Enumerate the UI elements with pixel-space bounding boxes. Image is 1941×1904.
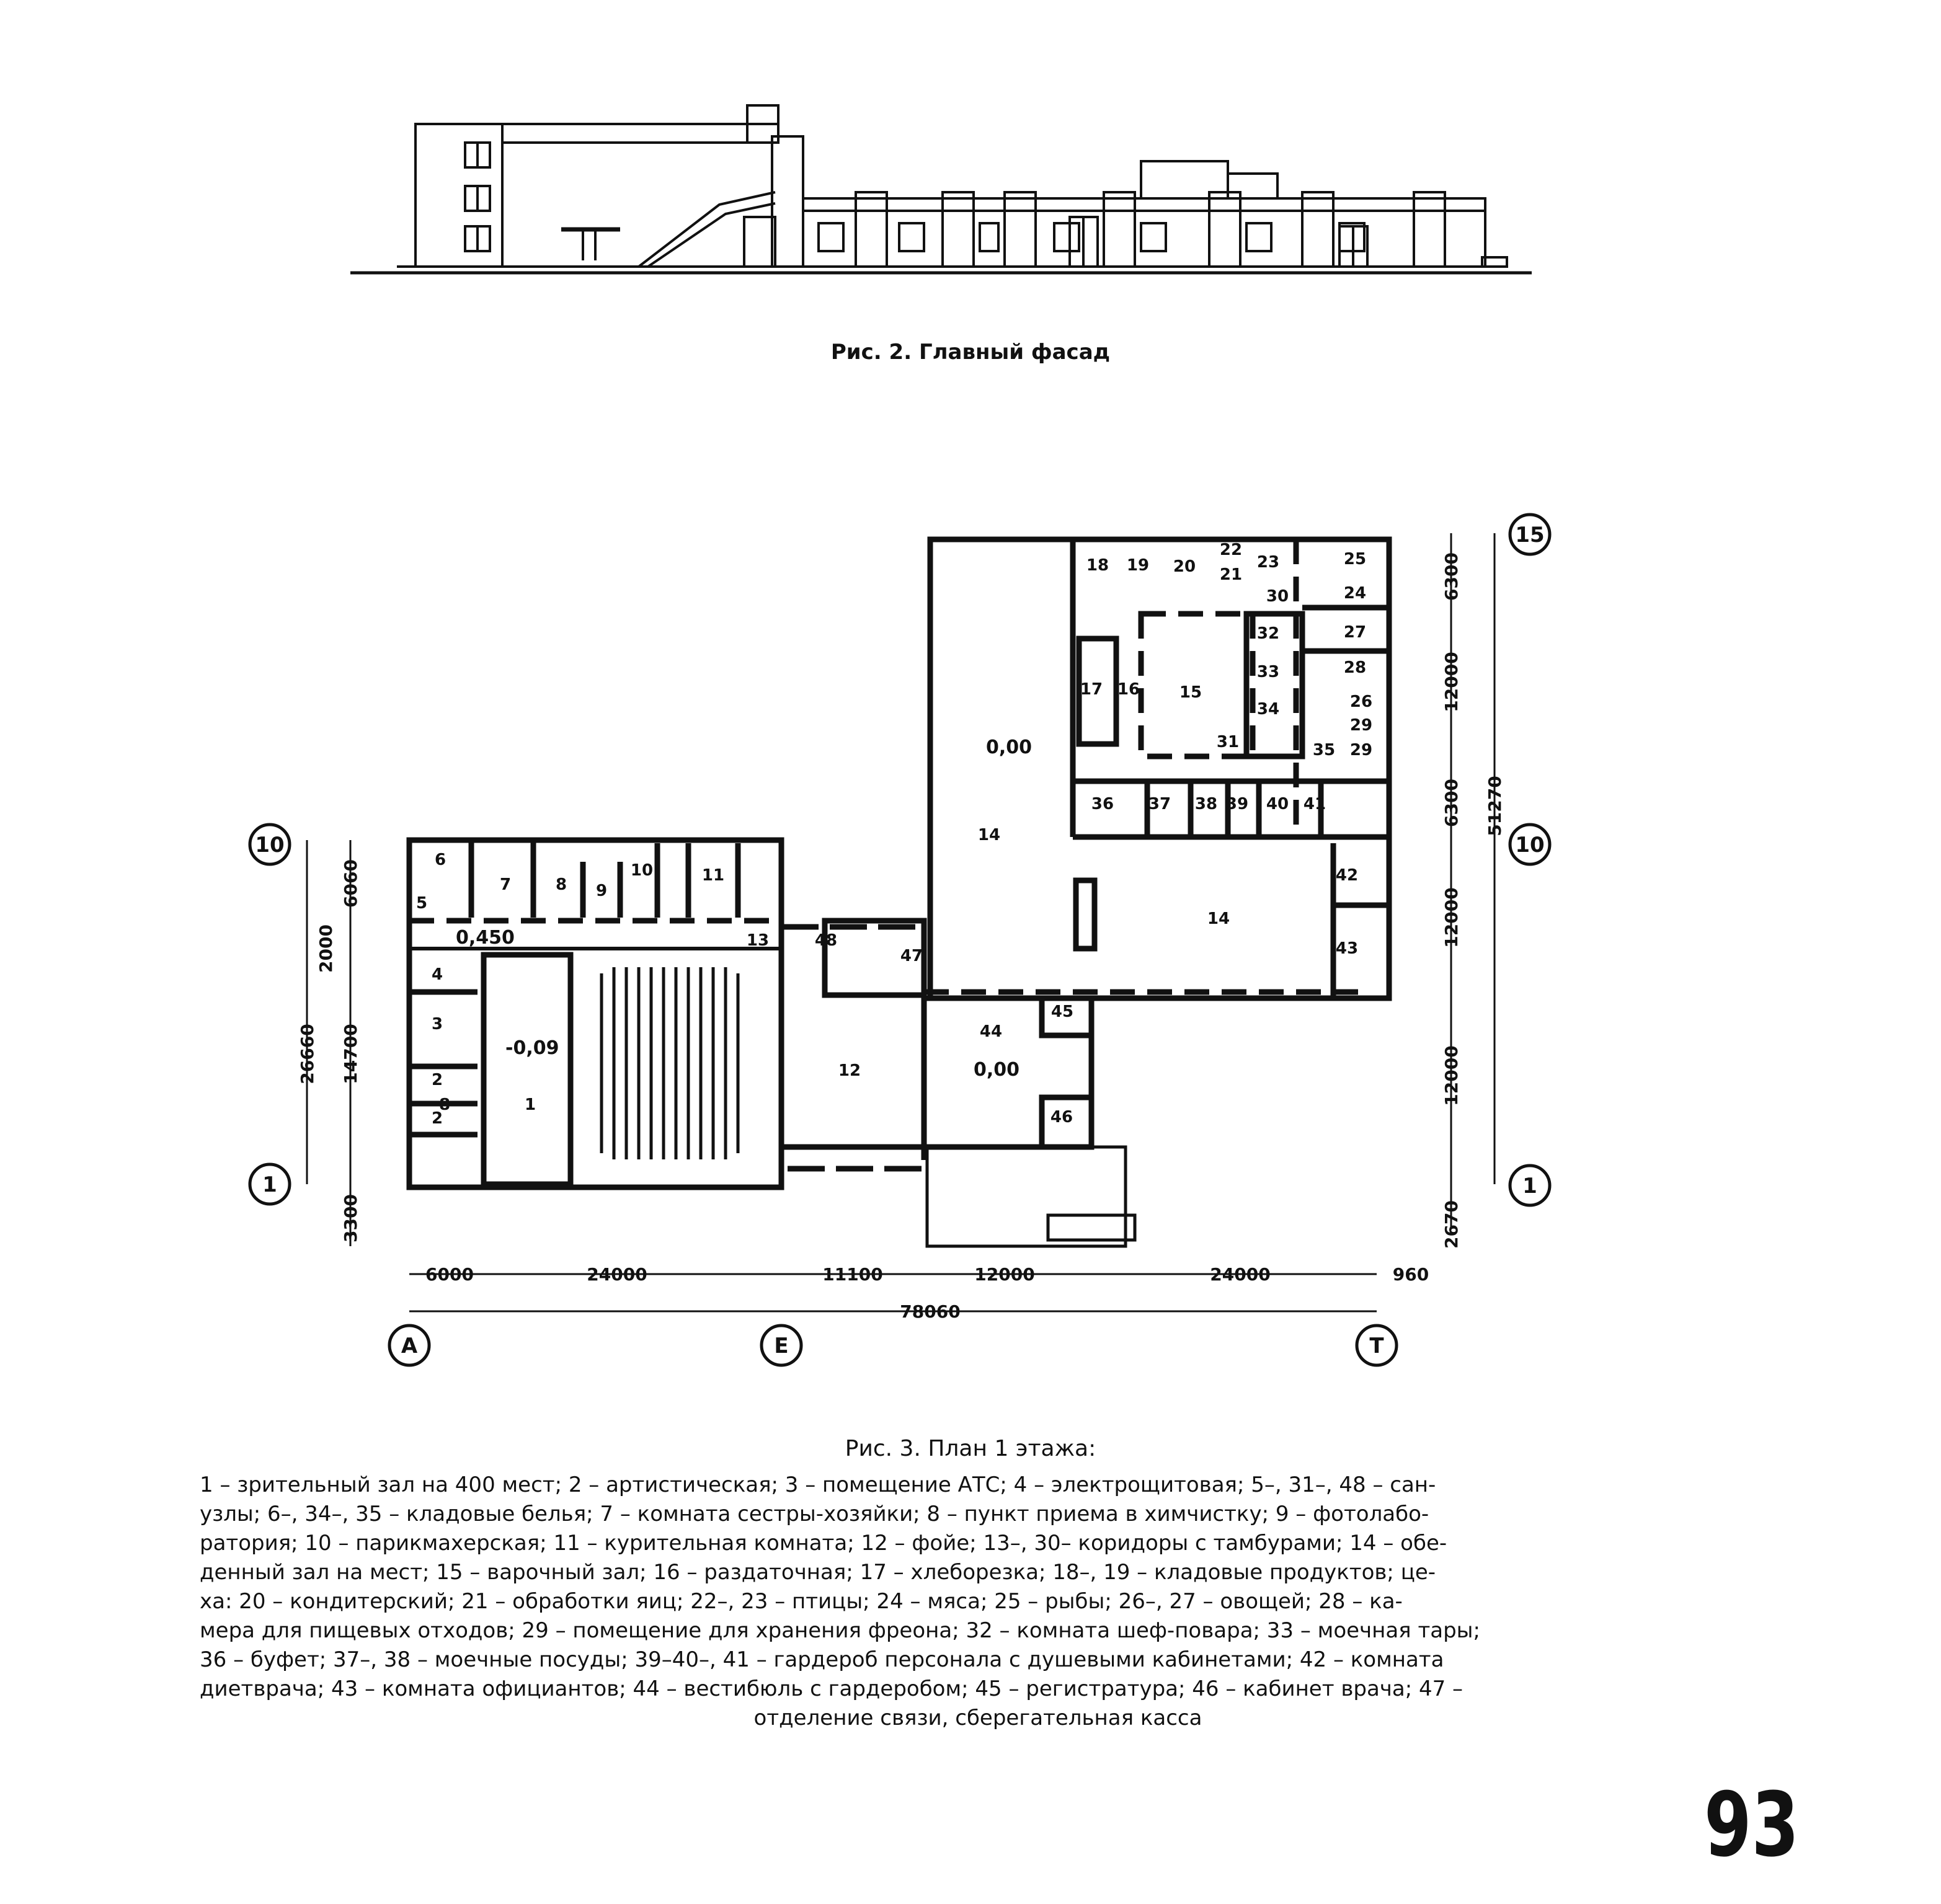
dim-14700: 14700: [340, 1024, 361, 1084]
room-label: 14: [978, 826, 1000, 844]
axis-marker-1-right: 1: [1522, 1174, 1537, 1198]
legend-last-line: отделение связи, сберегательная касса: [753, 1706, 1202, 1730]
axis-marker-15-right: 15: [1515, 523, 1544, 547]
room-label: 24: [1344, 584, 1366, 603]
room-label: 13: [747, 931, 769, 950]
room-label: 5: [416, 894, 427, 913]
axis-marker-t: Т: [1369, 1334, 1384, 1358]
room-label: 11: [702, 866, 724, 885]
legend-line: мера для пищевых отходов; 29 – помещение…: [200, 1618, 1480, 1643]
room-label: 31: [1217, 733, 1239, 751]
room-label: 40: [1266, 795, 1289, 813]
room-label: 23: [1257, 553, 1279, 572]
room-label: 10: [631, 861, 653, 880]
dim-12000-b: 12000: [1441, 887, 1462, 947]
dim-6000: 6000: [425, 1264, 474, 1285]
room-label: 42: [1336, 866, 1358, 885]
level-mark-corridor: 0,450: [456, 927, 515, 949]
room-label: 1: [525, 1096, 536, 1114]
room-label: 15: [1179, 683, 1202, 702]
dim-11100: 11100: [822, 1264, 882, 1285]
room-label: 7: [500, 875, 511, 894]
room-label: 19: [1127, 556, 1149, 575]
figure-3-caption: Рис. 3. План 1 этажа:: [845, 1436, 1096, 1461]
axis-marker-1-left: 1: [262, 1172, 277, 1197]
dim-12000-a: 12000: [1441, 652, 1462, 712]
room-label: 34: [1257, 700, 1279, 719]
dim-24000-b: 24000: [1210, 1264, 1270, 1285]
room-label: 45: [1051, 1003, 1073, 1021]
axis-marker-e: Е: [774, 1334, 788, 1358]
room-label: 38: [1195, 795, 1217, 813]
legend-line: диетврача; 43 – комната официантов; 44 –…: [200, 1676, 1464, 1701]
room-label: 27: [1344, 623, 1366, 642]
dim-12000-bottom: 12000: [974, 1264, 1034, 1285]
dim-12000-c: 12000: [1441, 1045, 1462, 1105]
room-label: 9: [596, 882, 607, 900]
room-label: 12: [838, 1061, 861, 1080]
room-label: 16: [1117, 680, 1140, 699]
room-label: 29: [1350, 716, 1372, 735]
legend-line: узлы; 6–, 34–, 35 – кладовые белья; 7 – …: [200, 1502, 1429, 1526]
figure-3-legend: 1 – зрительный зал на 400 мест; 2 – арти…: [200, 1471, 1756, 1733]
dim-6300-b: 6300: [1441, 779, 1462, 827]
dim-3300: 3300: [340, 1194, 361, 1242]
room-label: 20: [1173, 557, 1196, 576]
room-label: 46: [1050, 1108, 1073, 1127]
room-label: 21: [1220, 565, 1242, 584]
dim-2000: 2000: [316, 924, 336, 973]
room-label: 44: [980, 1022, 1002, 1041]
room-label: 3: [432, 1015, 443, 1034]
floor-plan: 10 1 15 10 1 А Е Т 6000 24000 11100 1200…: [248, 513, 1552, 1367]
level-mark-auditorium: -0,09: [505, 1037, 559, 1059]
dim-2670: 2670: [1441, 1200, 1462, 1249]
room-label: 29: [1350, 741, 1372, 759]
room-label: 39: [1226, 795, 1248, 813]
room-label: 47: [900, 947, 923, 965]
room-label: 2: [432, 1071, 443, 1089]
room-label: 33: [1257, 663, 1279, 681]
room-label: 32: [1257, 624, 1279, 643]
axis-marker-10-left: 10: [255, 833, 284, 857]
level-mark-vestibule: 0,00: [974, 1059, 1019, 1081]
facade-drawing: [350, 104, 1532, 275]
room-label: 25: [1344, 550, 1366, 569]
legend-line: ратория; 10 – парикмахерская; 11 – курит…: [200, 1531, 1447, 1556]
room-label: 6: [435, 851, 446, 869]
level-mark-dining: 0,00: [986, 737, 1032, 758]
room-label: 28: [1344, 658, 1366, 677]
room-label: 22: [1220, 541, 1242, 559]
dim-960: 960: [1393, 1264, 1429, 1285]
room-label: 43: [1336, 939, 1358, 958]
room-label: 41: [1304, 795, 1326, 813]
legend-line: 1 – зрительный зал на 400 мест; 2 – арти…: [200, 1472, 1436, 1497]
room-label: 30: [1266, 587, 1289, 606]
legend-line: 36 – буфет; 37–, 38 – моечные посуды; 39…: [200, 1647, 1444, 1672]
room-label: 26: [1350, 693, 1372, 711]
room-label: 35: [1313, 741, 1335, 759]
dim-total-78060: 78060: [900, 1301, 960, 1322]
dim-6300-a: 6300: [1441, 552, 1462, 601]
axis-marker-10-right: 10: [1515, 833, 1544, 857]
room-label: 4: [432, 965, 443, 984]
legend-line: ха: 20 – кондитерский; 21 – обработки яи…: [200, 1589, 1403, 1614]
dim-51270: 51270: [1485, 776, 1505, 836]
dim-24000-a: 24000: [587, 1264, 647, 1285]
room-label: 14: [1207, 910, 1230, 928]
room-label: 48: [815, 931, 837, 950]
room-label: 18: [1086, 556, 1109, 575]
room-label: 17: [1080, 680, 1103, 699]
figure-2-caption: Рис. 2. Главный фасад: [830, 340, 1111, 365]
room-label: 2: [432, 1109, 443, 1128]
room-label: 8: [556, 875, 567, 894]
room-label: 36: [1091, 795, 1114, 813]
legend-line: денный зал на мест; 15 – варочный зал; 1…: [200, 1560, 1436, 1585]
dim-26660: 26660: [297, 1024, 318, 1084]
axis-marker-a: А: [401, 1334, 418, 1358]
page-number: 93: [1704, 1773, 1800, 1877]
room-label: 37: [1148, 795, 1171, 813]
dim-6060: 6060: [340, 859, 361, 908]
room-label: 8: [439, 1096, 450, 1114]
